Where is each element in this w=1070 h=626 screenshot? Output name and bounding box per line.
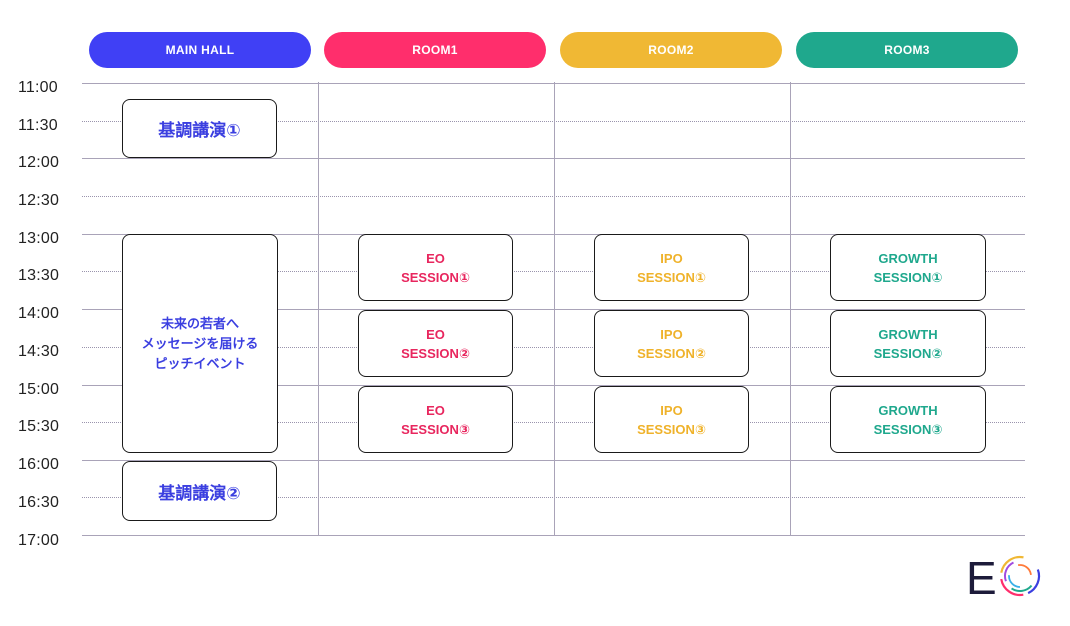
time-label: 14:30 [18,343,60,360]
room-header-main-hall: MAIN HALL [89,32,311,68]
session-title-line: SESSION① [873,269,943,285]
session-title-line: EO [426,402,445,418]
time-label: 12:00 [18,154,60,171]
grid-line-1230 [82,196,1025,197]
time-label: 14:00 [18,305,60,322]
grid-line-1530 [82,422,1025,423]
room-header-room1: ROOM1 [324,32,546,68]
eo-session-2[interactable]: EO SESSION② [358,310,513,377]
grid-line-1300 [82,234,1025,235]
session-title-line: ピッチイベント [154,355,246,371]
session-title-line: SESSION③ [637,421,706,437]
eo-ring-logo-icon: E [966,552,1041,604]
session-title-line: IPO [660,402,683,418]
session-title-line: EO [426,326,445,342]
room-header-room3: ROOM3 [796,32,1018,68]
keynote-session-1[interactable]: 基調講演① [122,99,277,158]
grid-line-1200 [82,158,1025,159]
keynote-session-2[interactable]: 基調講演② [122,461,277,521]
column-divider-3 [790,82,791,536]
time-label: 13:30 [18,267,60,284]
session-title-line: GROWTH [878,326,938,342]
grid-line-1630 [82,497,1025,498]
time-label: 17:00 [18,532,60,549]
time-label: 15:30 [18,418,60,435]
eo-session-3[interactable]: EO SESSION③ [358,386,513,453]
ipo-session-3[interactable]: IPO SESSION③ [594,386,749,453]
grid-line-1700 [82,535,1025,536]
time-label: 13:00 [18,230,60,247]
column-divider-2 [554,82,555,536]
session-title-line: メッセージを届ける [141,335,259,351]
session-title-line: EO [426,250,445,266]
session-title-line: GROWTH [878,250,938,266]
grid-line-1100 [82,83,1025,84]
grid-line-1430 [82,347,1025,348]
session-title-line: SESSION② [873,345,943,361]
grid-line-1600 [82,460,1025,461]
ipo-session-1[interactable]: IPO SESSION① [594,234,749,301]
session-title-line: IPO [660,250,683,266]
growth-session-3[interactable]: GROWTH SESSION③ [830,386,986,453]
time-label: 12:30 [18,192,60,209]
grid-line-1130 [82,121,1025,122]
session-title-line: IPO [660,326,683,342]
time-label: 15:00 [18,381,60,398]
session-title-line: GROWTH [878,402,938,418]
session-title-line: SESSION② [401,345,470,361]
grid-line-1400 [82,309,1025,310]
growth-session-2[interactable]: GROWTH SESSION② [830,310,986,377]
column-divider-1 [318,82,319,536]
grid-line-1330 [82,271,1025,272]
eo-session-1[interactable]: EO SESSION① [358,234,513,301]
eo-logo: E [966,552,1046,604]
time-label: 11:30 [18,117,58,134]
session-title-line: 未来の若者へ [160,315,239,331]
svg-text:E: E [966,552,997,600]
growth-session-1[interactable]: GROWTH SESSION① [830,234,986,301]
session-title: 基調講演① [158,121,241,140]
session-title-line: SESSION② [637,345,706,361]
pitch-event-session[interactable]: 未来の若者へ メッセージを届ける ピッチイベント [122,234,278,453]
session-title-line: SESSION③ [401,421,470,437]
session-title: 基調講演② [158,483,241,503]
session-title-line: SESSION① [637,269,706,285]
time-label: 16:30 [18,494,60,511]
grid-line-1500 [82,385,1025,386]
ipo-session-2[interactable]: IPO SESSION② [594,310,749,377]
time-label: 16:00 [18,456,60,473]
time-label: 11:00 [18,79,58,96]
room-header-room2: ROOM2 [560,32,782,68]
session-title-line: SESSION③ [873,421,943,437]
session-title-line: SESSION① [401,269,470,285]
